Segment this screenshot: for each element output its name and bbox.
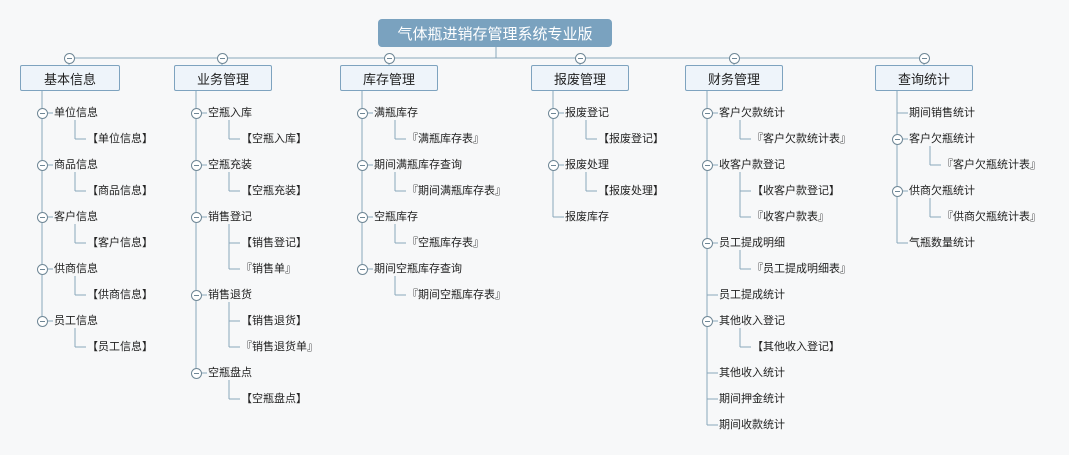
leaf-node[interactable]: 『销售退货单』	[241, 340, 318, 353]
item-node[interactable]: 销售退货	[208, 288, 252, 301]
item-node[interactable]: 报废登记	[565, 106, 609, 119]
leaf-node[interactable]: 『销售单』	[241, 262, 296, 275]
leaf-node[interactable]: 【销售退货】	[241, 314, 307, 327]
collapse-toggle-icon[interactable]	[918, 52, 930, 64]
collapse-toggle-icon[interactable]	[36, 315, 48, 327]
leaf-node[interactable]: 【收客户款登记】	[752, 184, 840, 197]
item-node[interactable]: 员工提成明细	[719, 236, 785, 249]
item-node[interactable]: 期间押金统计	[719, 392, 785, 405]
root-node[interactable]: 气体瓶进销存管理系统专业版	[378, 19, 612, 47]
item-node[interactable]: 其他收入登记	[719, 314, 785, 327]
leaf-node[interactable]: 『客户欠款统计表』	[752, 132, 851, 145]
item-node[interactable]: 商品信息	[54, 158, 98, 171]
item-node[interactable]: 员工信息	[54, 314, 98, 327]
item-node[interactable]: 员工提成统计	[719, 288, 785, 301]
item-node[interactable]: 期间空瓶库存查询	[374, 262, 462, 275]
collapse-toggle-icon[interactable]	[574, 52, 586, 64]
collapse-toggle-icon[interactable]	[190, 211, 202, 223]
item-node[interactable]: 报废库存	[565, 210, 609, 223]
collapse-toggle-icon[interactable]	[356, 159, 368, 171]
category-node[interactable]: 查询统计	[875, 65, 973, 91]
item-node[interactable]: 销售登记	[208, 210, 252, 223]
leaf-node[interactable]: 『期间满瓶库存表』	[407, 184, 506, 197]
item-node[interactable]: 报废处理	[565, 158, 609, 171]
category-node[interactable]: 报废管理	[531, 65, 629, 91]
item-node[interactable]: 客户信息	[54, 210, 98, 223]
collapse-toggle-icon[interactable]	[701, 315, 713, 327]
collapse-toggle-icon[interactable]	[190, 289, 202, 301]
leaf-node[interactable]: 【供商信息】	[87, 288, 153, 301]
leaf-node[interactable]: 『员工提成明细表』	[752, 262, 851, 275]
collapse-toggle-icon[interactable]	[701, 107, 713, 119]
leaf-node[interactable]: 【空瓶充装】	[241, 184, 307, 197]
category-node[interactable]: 业务管理	[174, 65, 272, 91]
collapse-toggle-icon[interactable]	[891, 133, 903, 145]
item-node[interactable]: 单位信息	[54, 106, 98, 119]
item-node[interactable]: 收客户款登记	[719, 158, 785, 171]
category-node[interactable]: 基本信息	[20, 65, 120, 91]
collapse-toggle-icon[interactable]	[891, 185, 903, 197]
item-node[interactable]: 满瓶库存	[374, 106, 418, 119]
leaf-node[interactable]: 【员工信息】	[87, 340, 153, 353]
collapse-toggle-icon[interactable]	[383, 52, 395, 64]
item-node[interactable]: 空瓶库存	[374, 210, 418, 223]
collapse-toggle-icon[interactable]	[190, 367, 202, 379]
item-node[interactable]: 气瓶数量统计	[909, 236, 975, 249]
item-node[interactable]: 客户欠款统计	[719, 106, 785, 119]
leaf-node[interactable]: 『满瓶库存表』	[407, 132, 484, 145]
collapse-toggle-icon[interactable]	[356, 211, 368, 223]
leaf-node[interactable]: 【报废处理】	[598, 184, 664, 197]
collapse-toggle-icon[interactable]	[356, 263, 368, 275]
leaf-node[interactable]: 『空瓶库存表』	[407, 236, 484, 249]
leaf-node[interactable]: 【客户信息】	[87, 236, 153, 249]
item-node[interactable]: 供商欠瓶统计	[909, 184, 975, 197]
leaf-node[interactable]: 『供商欠瓶统计表』	[942, 210, 1041, 223]
leaf-node[interactable]: 【单位信息】	[87, 132, 153, 145]
item-node[interactable]: 空瓶入库	[208, 106, 252, 119]
collapse-toggle-icon[interactable]	[701, 237, 713, 249]
collapse-toggle-icon[interactable]	[190, 107, 202, 119]
leaf-node[interactable]: 【其他收入登记】	[752, 340, 840, 353]
item-node[interactable]: 客户欠瓶统计	[909, 132, 975, 145]
item-node[interactable]: 空瓶充装	[208, 158, 252, 171]
category-node[interactable]: 库存管理	[340, 65, 438, 91]
leaf-node[interactable]: 【空瓶盘点】	[241, 392, 307, 405]
leaf-node[interactable]: 【空瓶入库】	[241, 132, 307, 145]
item-node[interactable]: 供商信息	[54, 262, 98, 275]
leaf-node[interactable]: 『客户欠瓶统计表』	[942, 158, 1041, 171]
collapse-toggle-icon[interactable]	[701, 159, 713, 171]
collapse-toggle-icon[interactable]	[728, 52, 740, 64]
item-node[interactable]: 期间收款统计	[719, 418, 785, 431]
collapse-toggle-icon[interactable]	[36, 211, 48, 223]
item-node[interactable]: 期间销售统计	[909, 106, 975, 119]
leaf-node[interactable]: 【报废登记】	[598, 132, 664, 145]
collapse-toggle-icon[interactable]	[547, 159, 559, 171]
collapse-toggle-icon[interactable]	[36, 263, 48, 275]
leaf-node[interactable]: 『期间空瓶库存表』	[407, 288, 506, 301]
item-node[interactable]: 空瓶盘点	[208, 366, 252, 379]
collapse-toggle-icon[interactable]	[63, 52, 75, 64]
collapse-toggle-icon[interactable]	[36, 107, 48, 119]
collapse-toggle-icon[interactable]	[547, 107, 559, 119]
leaf-node[interactable]: 【销售登记】	[241, 236, 307, 249]
collapse-toggle-icon[interactable]	[356, 107, 368, 119]
leaf-node[interactable]: 【商品信息】	[87, 184, 153, 197]
item-node[interactable]: 其他收入统计	[719, 366, 785, 379]
leaf-node[interactable]: 『收客户款表』	[752, 210, 829, 223]
category-node[interactable]: 财务管理	[685, 65, 783, 91]
collapse-toggle-icon[interactable]	[190, 159, 202, 171]
collapse-toggle-icon[interactable]	[36, 159, 48, 171]
item-node[interactable]: 期间满瓶库存查询	[374, 158, 462, 171]
collapse-toggle-icon[interactable]	[216, 52, 228, 64]
